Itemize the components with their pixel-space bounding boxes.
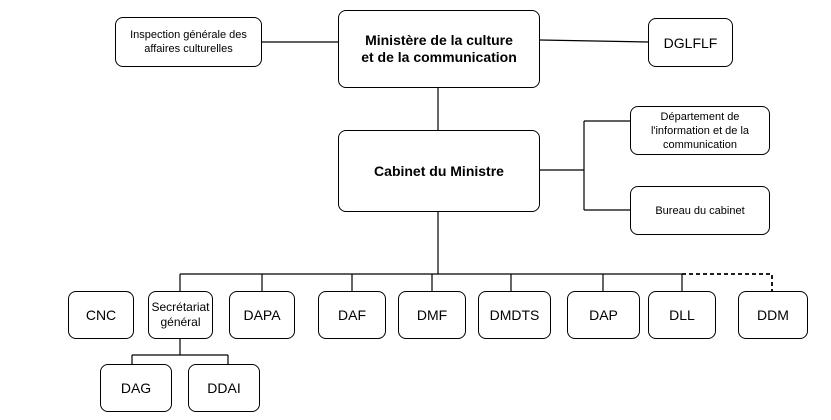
box-dmdts: DMDTS bbox=[478, 291, 551, 339]
label-dll: DLL bbox=[669, 307, 695, 323]
label-ddm: DDM bbox=[757, 307, 789, 323]
label-dmf: DMF bbox=[416, 307, 448, 323]
label-ministere: Ministère de la culture et de la communi… bbox=[361, 32, 517, 65]
box-cnc: CNC bbox=[68, 291, 134, 339]
label-secretariat: Secrétariat général bbox=[151, 300, 210, 329]
box-ddai: DDAI bbox=[188, 364, 260, 412]
box-secretariat: Secrétariat général bbox=[148, 291, 213, 339]
label-dapa: DAPA bbox=[243, 307, 281, 323]
box-bureau-cabinet: Bureau du cabinet bbox=[630, 186, 770, 235]
connector-dglflf bbox=[539, 39, 649, 43]
box-ministere: Ministère de la culture et de la communi… bbox=[338, 10, 540, 88]
label-dglflf: DGLFLF bbox=[663, 34, 718, 51]
box-daf: DAF bbox=[318, 291, 386, 339]
label-cnc: CNC bbox=[85, 307, 117, 323]
label-inspection: Inspection générale des affaires culture… bbox=[130, 29, 247, 55]
box-dll: DLL bbox=[648, 291, 716, 339]
label-daf: DAF bbox=[338, 307, 366, 323]
box-ddm: DDM bbox=[738, 291, 808, 339]
box-cabinet: Cabinet du Ministre bbox=[338, 130, 540, 212]
box-dapa: DAPA bbox=[229, 291, 295, 339]
box-dmf: DMF bbox=[398, 291, 466, 339]
label-ddai: DDAI bbox=[207, 380, 241, 396]
box-dglflf: DGLFLF bbox=[648, 18, 733, 67]
box-dap: DAP bbox=[567, 291, 640, 339]
dashed-connector-ddm bbox=[682, 273, 773, 291]
label-bureau-cabinet: Bureau du cabinet bbox=[655, 204, 745, 217]
box-departement-info: Département de l'information et de la co… bbox=[630, 106, 770, 155]
box-dag: DAG bbox=[100, 364, 172, 412]
label-dap: DAP bbox=[589, 307, 618, 323]
box-inspection: Inspection générale des affaires culture… bbox=[115, 17, 262, 67]
label-departement-info: Département de l'information et de la co… bbox=[650, 110, 750, 151]
label-dmdts: DMDTS bbox=[489, 307, 540, 323]
label-dag: DAG bbox=[120, 380, 152, 396]
label-cabinet: Cabinet du Ministre bbox=[374, 162, 504, 179]
